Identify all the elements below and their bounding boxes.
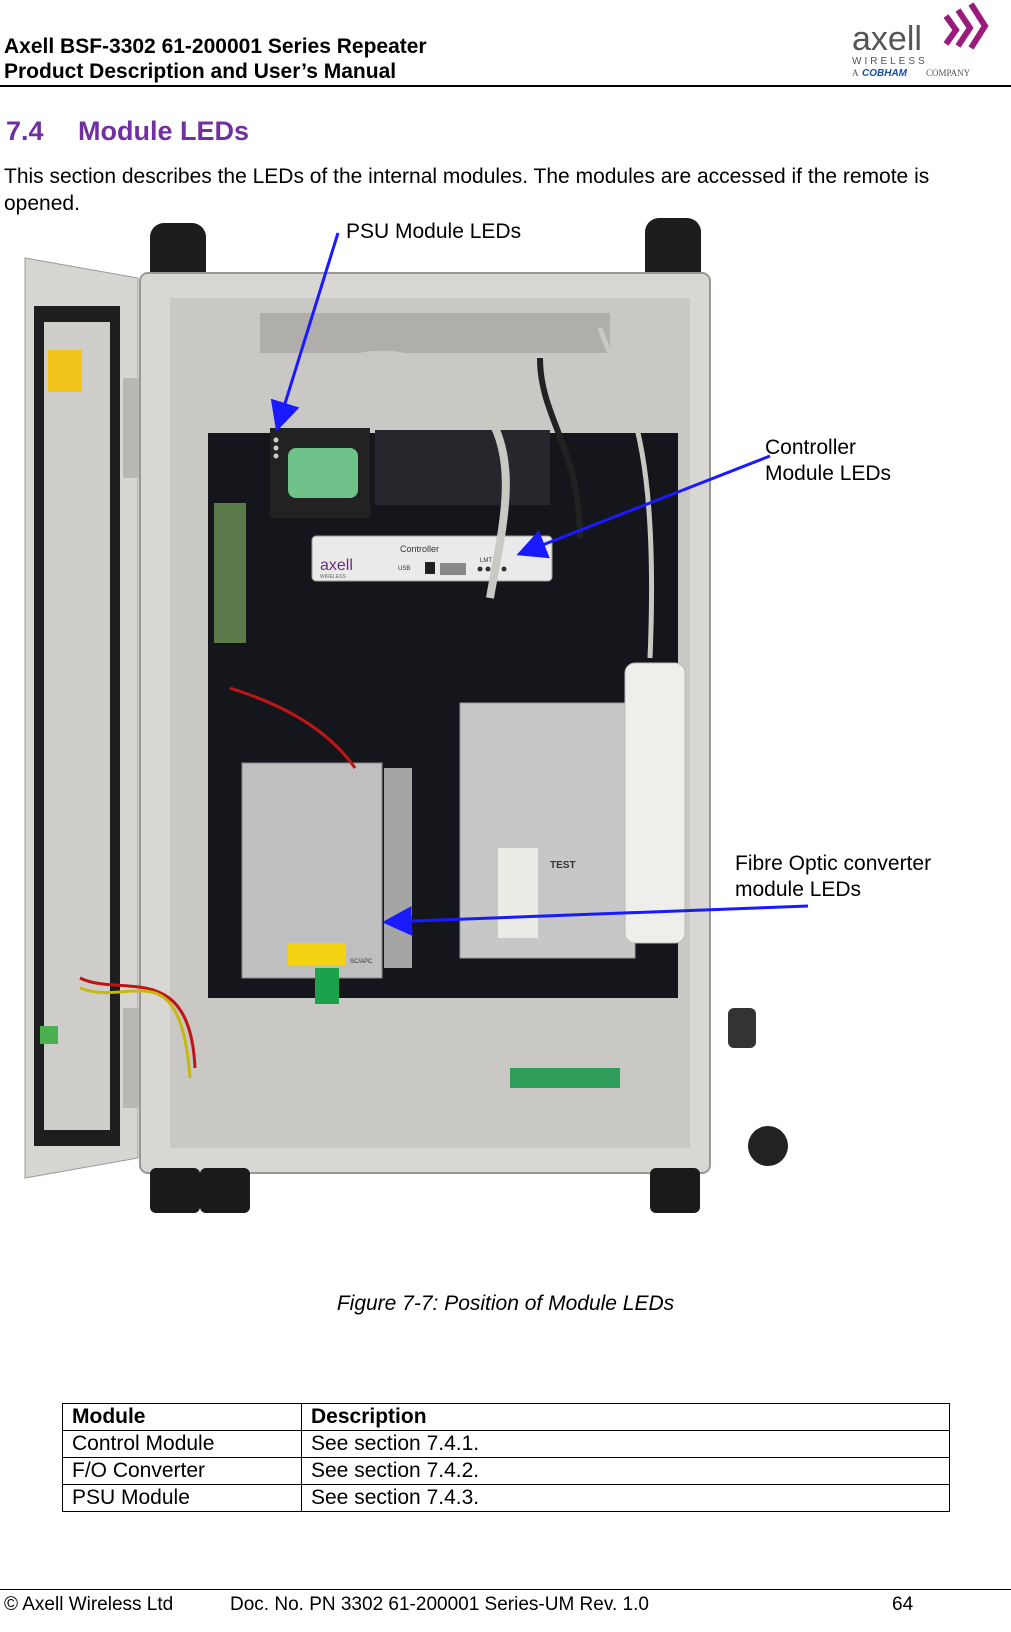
side-pcb (214, 503, 246, 643)
svg-text:WIRELESS: WIRELESS (852, 56, 928, 67)
header-line-1: Axell BSF-3302 61-200001 Series Repeater (4, 35, 427, 58)
svg-text:WIRELESS: WIRELESS (320, 574, 347, 580)
svg-text:COBHAM: COBHAM (862, 68, 908, 79)
top-bracket (260, 313, 610, 353)
svg-text:A: A (852, 68, 859, 78)
terminal-block (510, 1068, 620, 1088)
axell-logo: axell WIRELESS A COBHAM COMPANY (852, 2, 989, 79)
svg-text:axell: axell (320, 557, 353, 574)
footer-doc-number: Doc. No. PN 3302 61-200001 Series-UM Rev… (230, 1594, 649, 1615)
svg-text:TEST: TEST (550, 860, 576, 871)
intro-paragraph: This section describes the LEDs of the i… (4, 165, 930, 215)
sc-apc-connector (315, 968, 339, 1004)
power-supply-module (241, 762, 383, 979)
psu-battery (288, 448, 358, 498)
svg-text:Controller: Controller (400, 544, 439, 554)
cell-description: See section 7.4.3. (301, 1484, 950, 1512)
table-row: PSU Module See section 7.4.3. (62, 1484, 950, 1512)
section-title: Module LEDs (78, 116, 250, 146)
svg-text:COMPANY: COMPANY (926, 68, 971, 78)
fibre-callout-arrow (382, 904, 809, 937)
psu-callout-text: PSU Module LEDs (346, 220, 521, 243)
controller-housing (375, 430, 550, 505)
svg-text:USB: USB (398, 566, 410, 572)
psu-callout-arrow (270, 232, 340, 432)
footer-page-number: 64 (892, 1594, 914, 1615)
door-inner (44, 322, 110, 1130)
enclosure-photo: axell WIRELESS Controller USB LMT SC/APC… (24, 218, 931, 1213)
header-line-2: Product Description and User’s Manual (4, 60, 397, 83)
green-ground-label (40, 1026, 58, 1044)
header-module: Module (62, 1403, 302, 1431)
hinge-bottom (123, 1008, 139, 1108)
table-header-row: Module Description (62, 1403, 950, 1431)
table-row: Control Module See section 7.4.1. (62, 1430, 950, 1458)
header-description: Description (301, 1403, 950, 1431)
footer-rule (0, 1589, 1011, 1590)
cell-module: Control Module (62, 1430, 302, 1458)
section-number: 7.4 (6, 116, 44, 146)
cell-module: PSU Module (62, 1484, 302, 1512)
fibre-callout-line2: module LEDs (735, 878, 861, 901)
svg-text:SC/APC: SC/APC (350, 959, 373, 965)
cell-module: F/O Converter (62, 1457, 302, 1485)
controller-callout-arrow (516, 454, 771, 559)
footer-copyright: © Axell Wireless Ltd (4, 1594, 174, 1615)
section-heading: 7.4 Module LEDs (6, 116, 249, 147)
header-rule (0, 85, 1011, 87)
table-row: F/O Converter See section 7.4.2. (62, 1457, 950, 1485)
svg-text:axell: axell (852, 20, 922, 58)
document-header: Axell BSF-3302 61-200001 Series Repeater… (4, 34, 427, 84)
svg-text:LMT: LMT (480, 558, 492, 564)
cell-description: See section 7.4.1. (301, 1430, 950, 1458)
fibre-callout-line1: Fibre Optic converter (735, 852, 931, 875)
filter-tube (624, 662, 686, 944)
hinge-top (123, 378, 139, 478)
cell-description: See section 7.4.2. (301, 1457, 950, 1485)
figure-caption: Figure 7-7: Position of Module LEDs (336, 1292, 675, 1315)
controller-callout-line1: Controller (765, 436, 856, 459)
controller-callout-line2: Module LEDs (765, 462, 891, 485)
laser-warning-label (48, 350, 82, 392)
module-table: Module Description Control Module See se… (62, 1403, 950, 1512)
